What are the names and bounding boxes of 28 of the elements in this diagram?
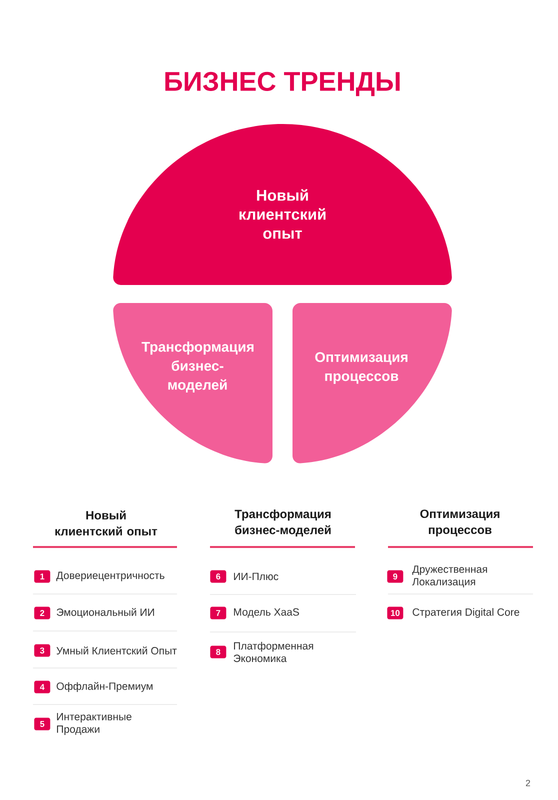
column-heading: Трансформация бизнес-моделей (234, 509, 331, 537)
title: БИЗНЕС ТРЕНДЫ (165, 72, 400, 96)
list-item-text: Довериецентричность (56, 572, 164, 582)
list-item-text: Стратегия Digital Core (412, 608, 520, 618)
pie-segment: Трансформация бизнес-моделей (113, 303, 272, 464)
number-badge: 3 (34, 644, 50, 657)
column-heading: Оптимизация процессов (420, 510, 500, 536)
list-item-text: Интерактивные Продажи (57, 713, 132, 735)
pie-segment: Оптимизация процессов (292, 303, 452, 464)
number-badge: 8 (210, 646, 226, 658)
list-item-text: ИИ-Плюс (234, 572, 278, 580)
number-badge: 6 (210, 570, 226, 583)
number-badge: 9 (387, 570, 404, 583)
list-item-text: Эмоциональный ИИ (56, 608, 154, 618)
list-item-text: Модель XaaS (234, 608, 299, 618)
pie-segment: Новый клиентский опыт (113, 124, 452, 285)
list-item-text: Оффлайн-Премиум (56, 682, 152, 692)
number-badge: 1 (34, 570, 50, 583)
number-badge: 2 (34, 606, 50, 620)
number-badge: 4 (34, 680, 50, 694)
list-item-text: Дружественная Локализация (412, 566, 487, 588)
page-number: 2 (526, 780, 530, 786)
list-item-text: Умный Клиентский Опыт (56, 646, 177, 654)
number-badge: 10 (387, 606, 404, 620)
column-heading: Новый клиентский опыт (55, 510, 158, 536)
list-item-text: Платформенная Экономика (234, 642, 314, 662)
number-badge: 5 (34, 718, 50, 730)
number-badge: 7 (210, 606, 226, 620)
